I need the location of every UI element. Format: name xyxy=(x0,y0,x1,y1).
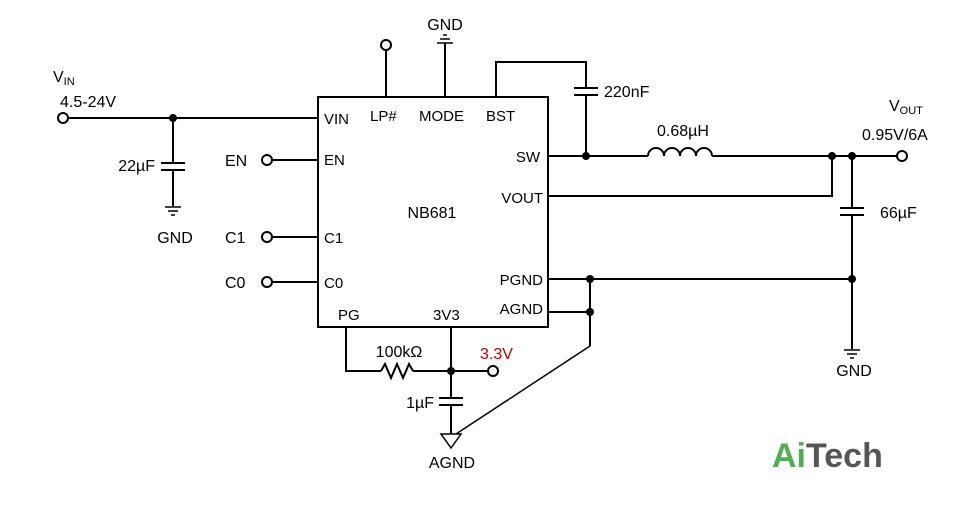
sw-node xyxy=(582,152,590,160)
vout-sense-wire xyxy=(548,156,833,197)
en-net-label: EN xyxy=(225,153,247,170)
vin-label: VIN xyxy=(53,69,75,88)
vout-label: VOUT xyxy=(889,98,923,117)
vout-terminal xyxy=(896,150,908,162)
bst-wire xyxy=(495,61,587,97)
c3v3-label: 1µF xyxy=(406,395,434,412)
en-terminal xyxy=(261,154,273,166)
pin-label-pgnd: PGND xyxy=(500,272,544,289)
v33-label: 3.3V xyxy=(480,346,513,363)
pin-label-en: EN xyxy=(324,152,345,169)
logo-tech: Tech xyxy=(806,437,883,475)
pgnd-node-2 xyxy=(848,275,856,283)
pin-label-bst: BST xyxy=(486,108,515,125)
pin-label-lp: LP# xyxy=(370,108,397,125)
c1-terminal xyxy=(261,231,273,243)
v33-terminal xyxy=(487,365,499,377)
gnd-right-label: GND xyxy=(836,363,872,380)
logo-ai: Ai xyxy=(772,437,806,475)
cout-label: 66µF xyxy=(880,205,917,222)
pin-label-agnd: AGND xyxy=(500,301,544,318)
vout-label-sub: OUT xyxy=(900,105,924,117)
ic-body xyxy=(317,96,549,328)
inductor-coil xyxy=(647,147,713,157)
resistor-label: 100kΩ xyxy=(376,344,423,361)
agnd-label: AGND xyxy=(429,455,475,472)
v3v3-node xyxy=(447,367,455,375)
resistor-zigzag xyxy=(380,361,414,381)
chip-name: NB681 xyxy=(408,205,457,222)
pin-label-pg: PG xyxy=(338,307,360,324)
vin-range: 4.5-24V xyxy=(60,94,116,111)
aitech-logo: AiTech xyxy=(772,437,883,475)
gnd-left-label: GND xyxy=(157,230,193,247)
pin-label-3v3: 3V3 xyxy=(433,307,460,324)
cbst-label: 220nF xyxy=(604,84,650,101)
vin-terminal xyxy=(57,112,69,124)
c0-terminal xyxy=(261,276,273,288)
pg-wire xyxy=(345,327,381,372)
pin-label-vin: VIN xyxy=(324,111,349,128)
vout-spec: 0.95V/6A xyxy=(862,127,928,144)
vin-label-main: V xyxy=(53,69,64,86)
vin-label-sub: IN xyxy=(64,76,75,88)
agnd-triangle-symbol xyxy=(439,433,463,450)
lp-terminal xyxy=(380,39,392,51)
gnd-top-label: GND xyxy=(427,17,463,34)
agnd-node xyxy=(586,308,594,316)
pin-label-c0: C0 xyxy=(324,275,343,292)
pin-label-mode: MODE xyxy=(419,108,464,125)
vout-label-main: V xyxy=(889,98,900,115)
agnd-diagonal-wire xyxy=(455,345,591,435)
cin-label: 22µF xyxy=(118,158,155,175)
c0-net-label: C0 xyxy=(225,275,246,292)
inductor-label: 0.68µH xyxy=(657,123,709,140)
pin-label-c1: C1 xyxy=(324,230,343,247)
pin-label-vout: VOUT xyxy=(501,190,543,207)
pin-label-sw: SW xyxy=(516,149,541,166)
c1-net-label: C1 xyxy=(225,230,246,247)
